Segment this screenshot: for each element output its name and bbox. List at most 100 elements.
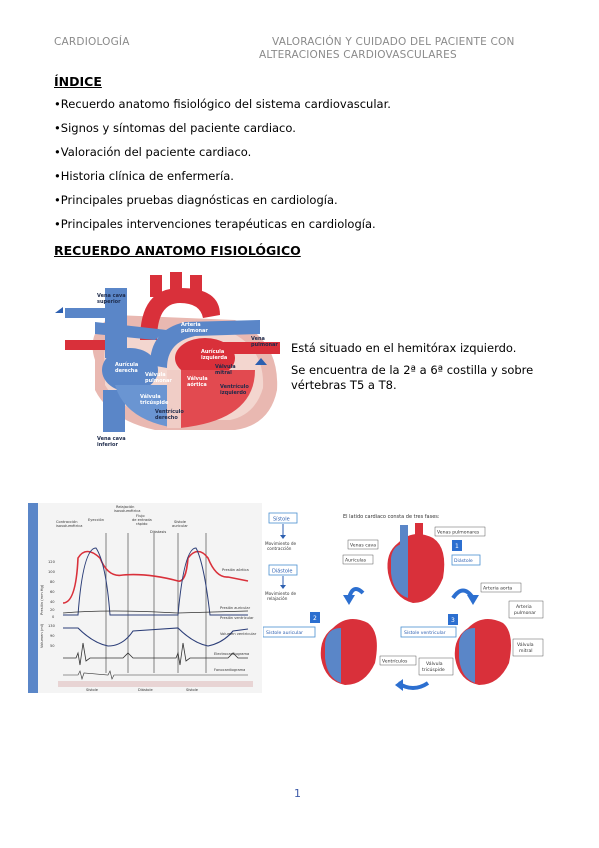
label-vena-pulmonar-2: pulmonar [251,342,278,348]
label-auricula-izq-1: Aurícula [201,348,224,355]
label-arteria-aorta: Arteria aorta [483,586,512,592]
index-item: •Historia clínica de enfermería. [54,169,234,183]
label-sistole-auricular-2: auricular [172,524,188,528]
label-relajacion: Relajación [116,505,134,509]
heart-atrial-systole [320,619,377,685]
legend-mov-relajacion-1: Movimiento de [265,591,296,596]
tick-pressure: 20 [50,608,55,612]
cardiac-cycle-pressure-diagram: Relajación isovolumétrica Contracción is… [28,503,262,693]
label-valvula-pulmonar-2: pulmonar [145,378,172,384]
phase-number-3: 3 [451,617,455,624]
tick-pressure: 60 [50,590,55,594]
index-title: ÍNDICE [54,74,102,89]
label-valvula-mitral-1: Válvula [215,363,236,370]
label-fonocardiograma: Fonocardiograma [214,668,245,672]
paragraph-location: Está situado en el hemitórax izquierdo. [291,341,517,355]
label-sistole-ventricular: Sístole ventricular [404,629,446,636]
label-isovolumetrica: isovolumétrica [114,509,140,513]
label-valvula-mitral-2: mitral [519,648,533,654]
label-venas-pulmonares: Venas pulmonares [437,530,480,536]
label-isovolumetrica2: isovolumétrica [56,524,82,528]
heart-anatomy-figure: Vena cava superior Aorta Arteria pulmona… [55,272,280,448]
label-vena-cava-inf-1: Vena cava [97,436,126,442]
label-auricula-izq-2: izquierda [201,355,227,361]
label-electrocardiograma: Electrocardiograma [214,652,249,656]
label-flujo-3: rápido [136,522,147,526]
header-left: CARDIOLOGÍA [54,36,130,48]
paragraph-ribs: Se encuentra de la 2ª a 6ª costilla y so… [291,363,533,393]
label-flujo-2: de entrada [132,518,152,522]
cycle-title: El latido cardiaco consta de tres fases: [343,514,440,520]
legend-mov-relajacion-2: relajación [267,596,288,601]
label-sistole2: Sístole [186,688,199,692]
label-aorta: Aorta [167,308,183,314]
tick-pressure: 80 [50,580,55,584]
label-valvula-tricuspide-1: Válvula [140,393,161,400]
label-auricula-der-2: derecha [115,368,138,374]
label-vena-pulmonar-1: Vena [251,336,265,342]
label-arteria-pulmonar-1: Arteria [181,322,201,328]
legend-mov-contraccion-2: contracción [267,546,292,551]
label-vena-cava-sup-2: superior [97,299,121,305]
ylabel-volume: Volumen (ml) [40,623,44,648]
heartbeat-phases-figure: El latido cardiaco consta de tres fases:… [263,503,546,693]
index-item: •Valoración del paciente cardiaco. [54,145,252,159]
label-valvula-mitral-2: mitral [215,370,232,376]
index-item: •Principales intervenciones terapéuticas… [54,217,376,231]
label-arteria-pulmonar-2: pulmonar [514,610,536,616]
label-contraccion: Contracción [56,520,78,524]
index-item: •Recuerdo anatomo fisiológico del sistem… [54,97,391,111]
tick-pressure: 120 [48,560,56,564]
label-sistole-auricular-1: Sístole [174,520,187,524]
legend-diastole: Diástole [272,568,292,575]
label-sistole-auricular: Sístole auricular [266,629,303,636]
heart-diastole [387,523,445,603]
ylabel-pressure: Presión (mm Hg) [40,584,44,615]
label-arteria-pulmonar-2: pulmonar [181,328,208,334]
label-flujo-1: Flujo [136,514,145,518]
label-diastole: Diástole [138,688,153,692]
label-presion-aortica: Presión aórtica [222,568,249,572]
index-item: •Principales pruebas diagnósticas en car… [54,193,338,207]
paragraph-ribs-line1: Se encuentra de la 2ª a 6ª costilla y so… [291,363,534,377]
label-vena-cava-sup-1: Vena cava [97,293,126,299]
tick-volume: 90 [50,634,55,638]
tick-pressure: 100 [48,570,56,574]
label-vena-cava-inf-2: inferior [97,442,118,448]
label-valvula-pulmonar-1: Válvula [145,371,166,378]
label-valvula-tricuspide-2: tricúspide [422,666,445,673]
label-valvula-tricuspide-2: tricúspide [140,399,169,406]
header-right: VALORACIÓN Y CUIDADO DEL PACIENTE CON AL… [259,36,549,62]
label-ventriculos: Ventrículos [382,658,408,665]
label-venas-cava: Venas cava [350,543,376,549]
phase-number-2: 2 [313,615,317,622]
label-arteria-pulmonar-1: Arteria [516,604,532,610]
label-auricula-der-1: Aurícula [115,361,138,368]
paragraph-ribs-line2: vértebras T5 a T8. [291,378,397,392]
label-valvula-tricuspide-1: Válvula [426,660,443,667]
section-title: RECUERDO ANATOMO FISIOLÓGICO [54,243,301,258]
label-presion-ventricular: Presión ventricular [220,616,254,620]
label-valvula-aortica-2: aórtica [187,381,207,388]
page-number: 1 [294,787,301,800]
index-item: •Signos y síntomas del paciente cardiaco… [54,121,296,135]
label-ventriculo-izq-1: Ventrículo [220,383,249,390]
label-ventriculo-der-1: Ventrículo [155,408,184,415]
tick-pressure: 40 [50,600,55,604]
label-auriculas: Aurículas [345,557,367,564]
header-right-line2: ALTERACIONES CARDIOVASCULARES [259,49,457,61]
tick-volume: 130 [48,624,56,628]
tick-volume: 50 [50,644,55,648]
label-presion-auricular: Presión auricular [220,606,251,610]
label-diastasis: Diástasis [150,530,166,534]
label-diastole-box: Diástole [454,557,473,564]
label-volumen-ventricular: Volumen ventricular [220,632,257,636]
label-sistole: Sístole [86,688,99,692]
label-valvula-aortica-1: Válvula [187,375,208,382]
legend-sistole: Sístole [273,516,290,523]
label-valvula-mitral-1: Válvula [517,641,534,648]
header-right-line1: VALORACIÓN Y CUIDADO DEL PACIENTE CON [272,36,515,48]
heart-ventricular-systole [454,619,511,685]
phase-number-1: 1 [455,543,459,550]
label-ventriculo-izq-2: izquierdo [220,390,247,396]
